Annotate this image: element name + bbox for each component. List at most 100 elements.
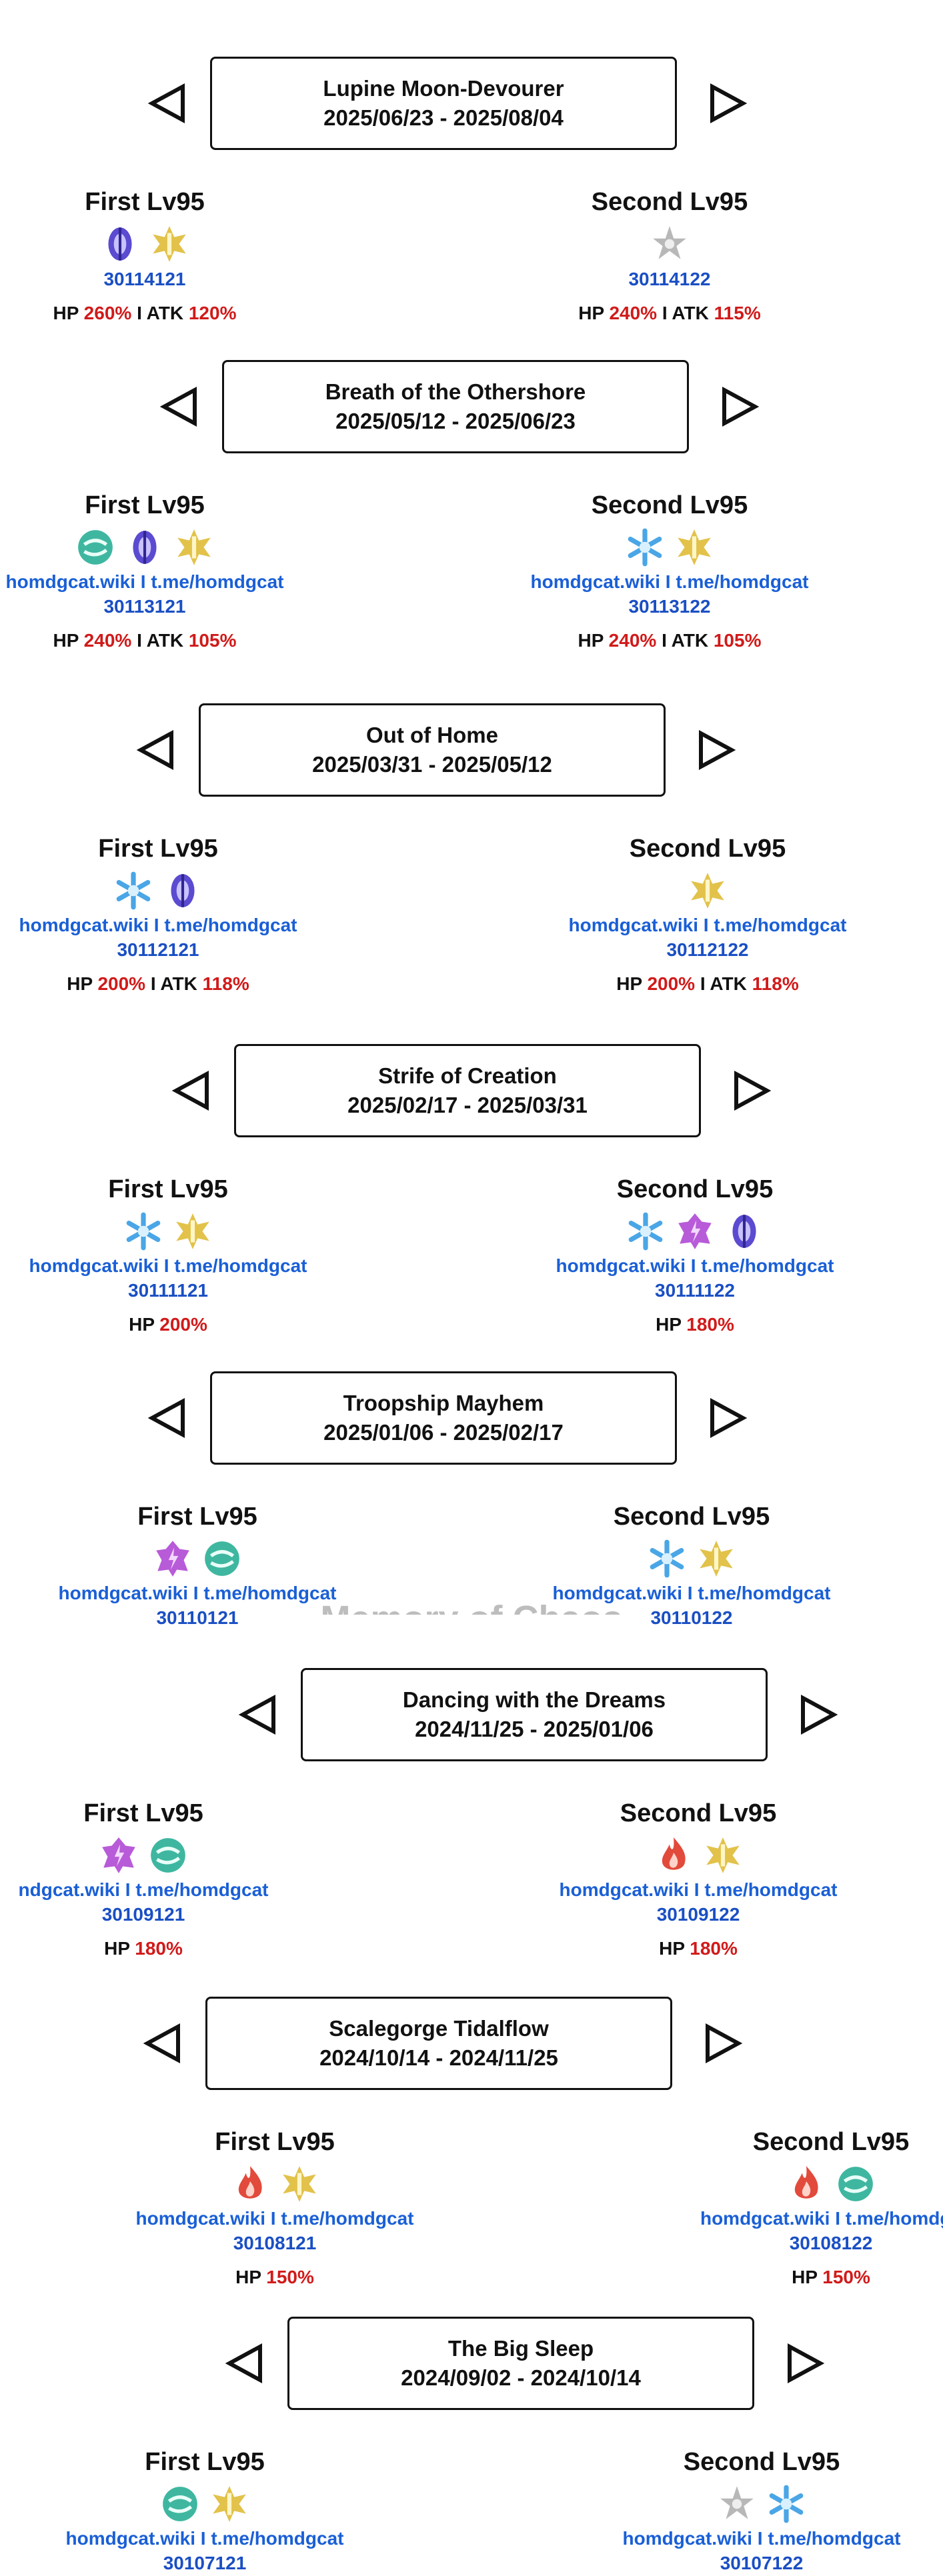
first-half-title: First Lv95 bbox=[145, 2448, 265, 2476]
prev-arrow-icon[interactable] bbox=[134, 728, 178, 772]
stat-separator: I bbox=[137, 630, 142, 651]
hp-label: HP bbox=[235, 2267, 261, 2287]
second-half-panel: Second Lv95 homdgcat.wiki I t.me/homdgc … bbox=[631, 2127, 943, 2289]
next-arrow-icon[interactable] bbox=[701, 2021, 745, 2065]
next-arrow-icon[interactable] bbox=[718, 385, 762, 429]
first-half-title: First Lv95 bbox=[83, 1799, 203, 1827]
second-half-title: Second Lv95 bbox=[591, 188, 748, 216]
watermark-link[interactable]: homdgcat.wiki I t.me/homdgcat bbox=[135, 2208, 414, 2229]
cycle-title-box: Dancing with the Dreams 2024/11/25 - 202… bbox=[301, 1668, 768, 1761]
section-heading-ghost: Memory of Chaos bbox=[320, 1599, 623, 1639]
enemy-stats: HP 260% I ATK 120% bbox=[53, 301, 237, 325]
second-half-panel: Second Lv95 homdgcat.wiki I t.me/homdgca… bbox=[469, 490, 870, 653]
first-half-panel: First Lv95 homdgcat.wiki I t.me/homdgcat… bbox=[0, 490, 345, 653]
prev-arrow-icon[interactable] bbox=[141, 2021, 185, 2065]
first-half-element-icons bbox=[75, 525, 215, 570]
hp-label: HP bbox=[792, 2267, 818, 2287]
hp-label: HP bbox=[129, 1314, 155, 1335]
lightning-element-icon bbox=[152, 1538, 193, 1579]
lightning-element-icon bbox=[674, 1211, 716, 1252]
first-half-title: First Lv95 bbox=[137, 1503, 257, 1531]
stage-code[interactable]: 30112121 bbox=[117, 939, 199, 960]
watermark-link[interactable]: homdgcat.wiki I t.me/homdgcat bbox=[530, 571, 809, 592]
cryo-element-icon bbox=[123, 1211, 164, 1252]
stage-code[interactable]: 30107122 bbox=[720, 2553, 804, 2573]
stage-code[interactable]: 30111122 bbox=[655, 1280, 735, 1301]
watermark-link[interactable]: homdgcat.wiki I t.me/homdgc bbox=[700, 2208, 943, 2229]
next-arrow-icon[interactable] bbox=[796, 1693, 840, 1737]
second-half-title: Second Lv95 bbox=[591, 491, 748, 519]
stage-code[interactable]: 30114122 bbox=[628, 269, 711, 289]
cryo-element-icon bbox=[766, 2483, 807, 2525]
watermark-link[interactable]: homdgcat.wiki I t.me/homdgcat bbox=[559, 1879, 838, 1900]
pyro-element-icon bbox=[786, 2163, 827, 2205]
cycle-title: Out of Home bbox=[366, 723, 498, 747]
cycle-title-box: Scalegorge Tidalflow 2024/10/14 - 2024/1… bbox=[205, 1997, 672, 2090]
first-half-title: First Lv95 bbox=[215, 2128, 335, 2156]
stage-code[interactable]: 30111121 bbox=[128, 1280, 208, 1301]
stage-code[interactable]: 30110121 bbox=[156, 1607, 239, 1628]
watermark-link[interactable]: homdgcat.wiki I t.me/homdgcat bbox=[5, 571, 284, 592]
first-half-element-icons bbox=[113, 868, 203, 913]
watermark-link[interactable]: homdgcat.wiki I t.me/homdgcat bbox=[552, 1583, 831, 1603]
stage-code[interactable]: 30113122 bbox=[628, 596, 711, 617]
stage-code[interactable]: 30109122 bbox=[656, 1904, 740, 1925]
watermark-link[interactable]: homdgcat.wiki I t.me/homdgcat bbox=[65, 2528, 344, 2549]
hp-label: HP bbox=[67, 973, 93, 994]
prev-arrow-icon[interactable] bbox=[223, 2341, 267, 2385]
first-half-panel: First Lv95 homdgcat.wiki I t.me/homdgcat… bbox=[0, 1174, 368, 1337]
watermark-link[interactable]: homdgcat.wiki I t.me/homdgcat bbox=[29, 1255, 307, 1276]
first-half-title: First Lv95 bbox=[98, 835, 218, 863]
second-half-element-icons bbox=[716, 2481, 807, 2527]
hp-label: HP bbox=[659, 1938, 685, 1959]
prev-arrow-icon[interactable] bbox=[169, 1069, 213, 1113]
stage-code[interactable]: 30114121 bbox=[103, 269, 186, 289]
stage-code[interactable]: 30110122 bbox=[650, 1607, 733, 1628]
stage-code[interactable]: 30107121 bbox=[163, 2553, 247, 2573]
next-arrow-icon[interactable] bbox=[783, 2341, 827, 2385]
cycle-dates: 2024/10/14 - 2024/11/25 bbox=[319, 2045, 558, 2070]
hp-value: 150% bbox=[266, 2267, 314, 2287]
stage-code[interactable]: 30112122 bbox=[666, 939, 749, 960]
lightning-element-icon bbox=[98, 1835, 139, 1876]
hp-label: HP bbox=[53, 630, 79, 651]
next-arrow-icon[interactable] bbox=[694, 728, 738, 772]
cryo-element-icon bbox=[646, 1538, 688, 1579]
stage-code[interactable]: 30109121 bbox=[101, 1904, 185, 1925]
geo-element-icon bbox=[173, 527, 215, 568]
stage-code[interactable]: 30113121 bbox=[103, 596, 186, 617]
first-half-element-icons bbox=[123, 1209, 213, 1254]
stage-code[interactable]: 30108121 bbox=[233, 2233, 317, 2253]
stage-code[interactable]: 30108122 bbox=[789, 2233, 873, 2253]
watermark-link[interactable]: ndgcat.wiki I t.me/homdgcat bbox=[18, 1879, 269, 1900]
watermark-link[interactable]: homdgcat.wiki I t.me/homdgcat bbox=[622, 2528, 901, 2549]
enemy-stats: HP 240% I ATK 105% bbox=[578, 629, 762, 653]
stat-separator: I bbox=[137, 303, 142, 323]
cycle-dates: 2025/02/17 - 2025/03/31 bbox=[347, 1093, 588, 1117]
watermark-link[interactable]: homdgcat.wiki I t.me/homdgcat bbox=[58, 1583, 337, 1603]
enemy-stats: HP 240% I ATK 115% bbox=[578, 301, 760, 325]
geo-element-icon bbox=[702, 1835, 744, 1876]
watermark-link[interactable]: homdgcat.wiki I t.me/homdgcat bbox=[556, 1255, 834, 1276]
first-half-title: First Lv95 bbox=[108, 1175, 228, 1203]
next-arrow-icon[interactable] bbox=[730, 1069, 774, 1113]
first-half-element-icons bbox=[152, 1536, 243, 1581]
watermark-link[interactable]: homdgcat.wiki I t.me/homdgcat bbox=[19, 915, 297, 935]
prev-arrow-icon[interactable] bbox=[236, 1693, 280, 1737]
enemy-stats: HP 150% bbox=[235, 2265, 314, 2289]
second-half-panel: Second Lv95 homdgcat.wiki I t.me/homdgca… bbox=[562, 2447, 943, 2576]
next-arrow-icon[interactable] bbox=[706, 1396, 750, 1440]
enemy-stats: HP 200% I ATK 118% bbox=[616, 972, 798, 996]
cycle-title-box: Lupine Moon-Devourer 2025/06/23 - 2025/0… bbox=[210, 57, 677, 150]
geo-element-icon bbox=[687, 870, 728, 911]
next-arrow-icon[interactable] bbox=[706, 81, 750, 125]
quantum-element-icon bbox=[99, 223, 141, 265]
first-half-panel: First Lv95 homdgcat.wiki I t.me/homdgcat… bbox=[5, 2447, 405, 2576]
cycle-title: Scalegorge Tidalflow bbox=[329, 2016, 549, 2041]
cycle-dates: 2025/03/31 - 2025/05/12 bbox=[312, 752, 552, 777]
watermark-link[interactable]: homdgcat.wiki I t.me/homdgcat bbox=[568, 915, 847, 935]
prev-arrow-icon[interactable] bbox=[157, 385, 201, 429]
prev-arrow-icon[interactable] bbox=[145, 81, 189, 125]
geo-element-icon bbox=[674, 527, 715, 568]
prev-arrow-icon[interactable] bbox=[145, 1396, 189, 1440]
